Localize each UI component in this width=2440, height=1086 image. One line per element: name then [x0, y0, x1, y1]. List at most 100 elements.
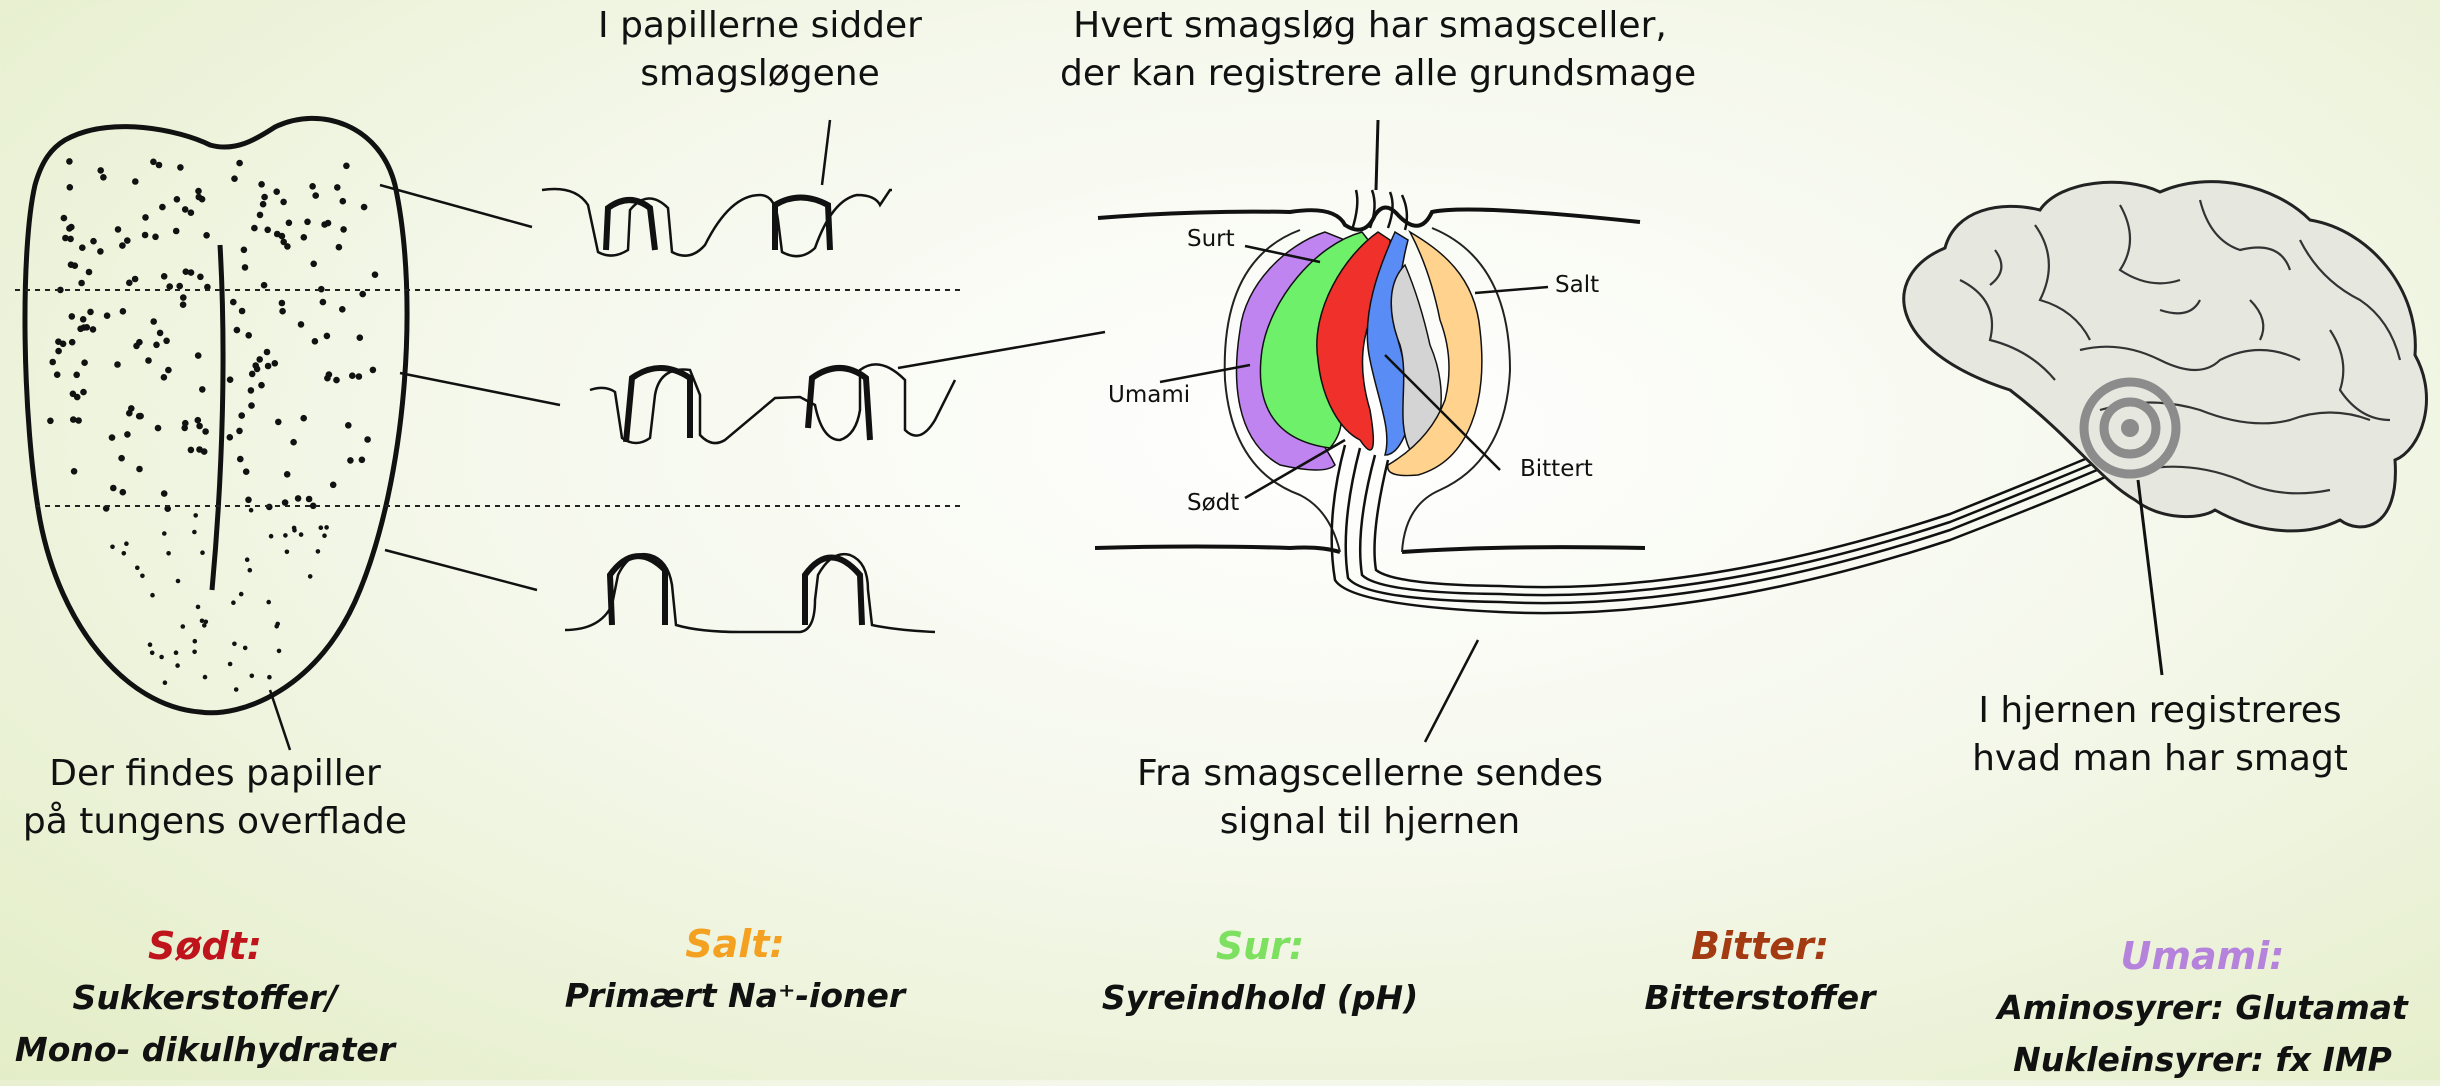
papilla-dot	[180, 301, 187, 308]
papilla-dot	[357, 334, 364, 341]
taste-sodt: Sødt: Sukkerstoffer/ Mono- dikulhydrater	[10, 920, 400, 1076]
papilla-dot	[239, 308, 246, 315]
papilla-dot	[336, 244, 343, 251]
taste-name: Umami:	[1975, 930, 2430, 982]
papilla-dot	[81, 359, 88, 366]
papilla-dot	[308, 574, 313, 579]
caption-signal: Fra smagscellerne sendes signal til hjer…	[1135, 750, 1605, 846]
papilla-dot	[192, 530, 197, 535]
papilla-dot	[248, 387, 255, 394]
papillae-dots	[47, 158, 378, 692]
papilla-dot	[279, 308, 286, 315]
papilla-dot	[188, 269, 195, 276]
caption-brain: I hjernen registreres hvad man har smagt	[1960, 687, 2360, 783]
papilla-dot	[197, 274, 204, 281]
papilla-dot	[155, 425, 162, 432]
taste-salt: Salt: Primært Na⁺-ioner	[540, 918, 930, 1022]
papilla-dot	[97, 248, 104, 255]
papilla-dot	[261, 282, 268, 289]
papilla-dot	[152, 234, 159, 241]
papilla-dot	[202, 428, 209, 435]
caption-line: Fra smagscellerne sendes	[1135, 750, 1605, 798]
papilla-dot	[196, 446, 203, 453]
taste-sur: Sur: Syreindhold (pH)	[1065, 920, 1455, 1024]
papilla-dot	[47, 418, 54, 425]
papilla-dot	[161, 490, 168, 497]
papilla-dot	[122, 551, 127, 556]
papilla-dot	[163, 680, 168, 685]
taste-description: Nukleinsyrer: fx IMP	[1975, 1034, 2430, 1086]
papilla-dot	[261, 194, 268, 201]
papilla-dot	[236, 428, 243, 435]
caption-line: Hvert smagsløg har smagsceller,	[1060, 2, 1680, 50]
papilla-dot	[126, 280, 133, 287]
papilla-dot	[72, 262, 79, 269]
papilla-dot	[349, 372, 356, 379]
label-umami: Umami	[1108, 382, 1190, 408]
papilla-dot	[161, 374, 168, 381]
papilla-dot	[142, 232, 149, 239]
papilla-dot	[196, 423, 203, 430]
papilla-dot	[228, 662, 233, 667]
papilla-dot	[260, 201, 267, 208]
papilla-dot	[150, 593, 155, 598]
papilla-dot	[279, 300, 286, 307]
papilla-dot	[142, 214, 149, 221]
taste-umami: Umami: Aminosyrer: Glutamat Nukleinsyrer…	[1975, 930, 2430, 1086]
papilla-dot	[299, 532, 304, 537]
papilla-dot	[333, 377, 340, 384]
tongue-illustration	[25, 118, 407, 712]
papilla-dot	[69, 339, 76, 346]
papilla-dot	[231, 175, 238, 182]
papilla-dot	[196, 605, 201, 610]
papilla-dot	[340, 226, 347, 233]
papilla-dot	[176, 579, 181, 584]
papilla-dot	[124, 237, 131, 244]
papilla-dot	[55, 348, 62, 355]
papilla-dot	[174, 196, 181, 203]
papilla-dot	[258, 181, 265, 188]
caption-line: hvad man har smagt	[1960, 735, 2360, 783]
papilla-dot	[230, 299, 237, 306]
papilla-dot	[100, 174, 107, 181]
papilla-dot	[156, 162, 163, 169]
papilla-dot	[54, 371, 61, 378]
papilla-dot	[320, 299, 327, 306]
papilla-dot	[273, 188, 280, 195]
papilla-dot	[265, 363, 272, 370]
papilla-dot	[256, 356, 263, 363]
papilla-dot	[66, 225, 73, 232]
caption-line: smagsløgene	[585, 50, 935, 98]
papilla-dot	[124, 431, 131, 438]
caption-line: Der findes papiller	[20, 750, 410, 798]
papilla-dot	[239, 592, 244, 597]
papilla-dot	[372, 271, 379, 278]
papilla-dot	[334, 184, 341, 191]
taste-description: Mono- dikulhydrater	[10, 1024, 400, 1076]
papilla-dot	[306, 496, 313, 503]
papilla-dot	[120, 489, 127, 496]
papilla-dot	[159, 655, 164, 660]
papilla-dot	[203, 675, 208, 680]
papilla-dot	[150, 651, 155, 656]
papilla-dot	[286, 220, 293, 227]
papilla-dot	[181, 624, 186, 629]
papilla-dot	[70, 416, 77, 423]
papilla-dot	[284, 243, 291, 250]
papilla-dot	[243, 468, 250, 475]
taste-description: Primært Na⁺-ioner	[540, 970, 930, 1022]
papilla-dot	[180, 294, 187, 301]
caption-tongue: Der findes papiller på tungens overflade	[20, 750, 410, 846]
papilla-dot	[290, 439, 297, 446]
papilla-dot	[162, 531, 167, 536]
papilla-dot	[109, 434, 116, 441]
papilla-dot	[193, 513, 198, 518]
papilla-dot	[195, 188, 202, 195]
papilla-dot	[274, 231, 281, 238]
papilla-dot	[177, 164, 184, 171]
papilla-dot	[250, 674, 255, 679]
taste-name: Salt:	[540, 918, 930, 970]
label-salt: Salt	[1555, 272, 1599, 298]
papilla-dot	[204, 620, 209, 625]
papilla-dot	[80, 316, 87, 323]
